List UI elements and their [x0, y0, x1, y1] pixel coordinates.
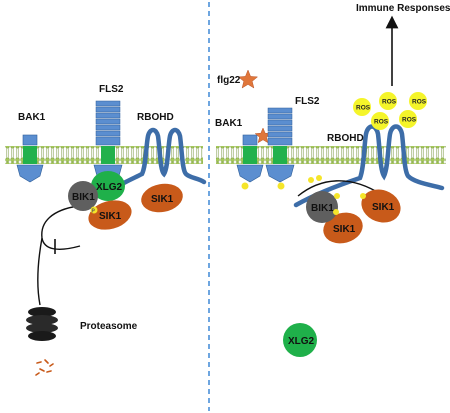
- bak1-label-left: BAK1: [18, 112, 46, 123]
- phospho-dot-fls2-right: [277, 182, 285, 190]
- bak1-receptor-right: [236, 134, 264, 183]
- rbohd-label-right: RBOHD: [327, 133, 364, 144]
- xlg2-label-right: XLG2: [288, 336, 315, 347]
- phospho-dot-bak1-right: [241, 182, 249, 190]
- xlg2-label-left: XLG2: [96, 182, 123, 193]
- immune-responses-label: Immune Responses: [356, 3, 450, 14]
- bak1-receptor-left: [16, 134, 44, 183]
- ros-label-1: ROS: [356, 105, 371, 112]
- fls2-receptor-right: [265, 107, 295, 183]
- degraded-peptide-icon: [35, 359, 54, 376]
- bik1-label-right: BIK1: [311, 203, 334, 214]
- bak1-label-right: BAK1: [215, 118, 243, 129]
- sik1-label-left-a: SIK1: [99, 211, 122, 222]
- flg22-star-icon: [237, 69, 259, 89]
- phospho-dot-complex-4: [333, 209, 339, 215]
- ros-label-5: ROS: [402, 117, 417, 124]
- ros-group: [353, 92, 427, 130]
- activation-arc: [297, 180, 383, 197]
- fls2-label-right: FLS2: [295, 96, 320, 107]
- phospho-dot-left: [90, 206, 98, 214]
- bik1-left: [68, 181, 98, 211]
- rbohd-label-left: RBOHD: [137, 112, 174, 123]
- sik1-label-left-b: SIK1: [151, 194, 174, 205]
- flg22-label: flg22: [217, 75, 241, 86]
- rbohd-right: [293, 124, 445, 208]
- sik1-left-b: [141, 183, 183, 213]
- sik1-right-a: [361, 189, 401, 223]
- phospho-dot-complex-5: [360, 193, 366, 199]
- proteasome-icon: [26, 307, 58, 341]
- bik1-right: [306, 191, 338, 223]
- sik1-left-a: [88, 200, 132, 230]
- ros-label-2: ROS: [382, 99, 397, 106]
- phospho-dot-complex-3: [334, 193, 340, 199]
- inhibition-arrow-icon: [41, 205, 81, 250]
- sik1-label-right-b: SIK1: [333, 224, 356, 235]
- fls2-receptor-left: [93, 100, 123, 183]
- bik1-label-left: BIK1: [72, 192, 95, 203]
- phospho-dot-complex-1: [308, 177, 314, 183]
- proteasome-label: Proteasome: [80, 321, 138, 332]
- fls2-label-left: FLS2: [99, 84, 124, 95]
- phospho-label-left: P: [92, 209, 96, 215]
- ros-label-4: ROS: [374, 119, 389, 126]
- xlg2-left: [91, 171, 125, 201]
- degradation-line: [37, 237, 43, 306]
- rbohd-left: [107, 127, 207, 195]
- xlg2-right: [283, 323, 317, 357]
- ros-label-3: ROS: [412, 99, 427, 106]
- sik1-label-right-a: SIK1: [372, 202, 395, 213]
- phospho-dot-complex-2: [316, 175, 322, 181]
- sik1-right-b: [323, 212, 363, 244]
